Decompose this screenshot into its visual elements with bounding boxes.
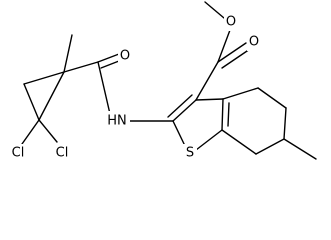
bond-c7a-c3a: [221, 98, 224, 131]
bond-c4-c5: [257, 87, 287, 109]
bond-cyclopropane-c-ccl2: [38, 71, 65, 121]
bond-c6-methyl: [283, 138, 317, 160]
bond-cyclopropane-methyl: [63, 34, 73, 73]
chemical-structure-diagram: O O O HN S Cl Cl: [7, 1, 317, 162]
bond-ester-to-ring: [195, 61, 219, 101]
bond-ester-carbonyl-double-1: [217, 42, 247, 63]
bond-amide-to-cyclopropane: [63, 61, 99, 73]
bond-ccl2-cl2: [38, 119, 58, 143]
ether-oxygen-label: O: [226, 15, 236, 30]
bond-methyl-o: [204, 1, 225, 19]
bond-s-c7a: [195, 129, 223, 151]
amide-carbonyl-oxygen-label: O: [120, 49, 130, 64]
bond-amide-carbonyl-1: [97, 53, 120, 63]
sulfur-label: S: [186, 146, 194, 161]
bond-c3-c2-double-1: [172, 99, 197, 122]
bond-cyclopropane-ch2-ccl2: [23, 83, 40, 121]
bond-ester-carbonyl-double-2: [221, 48, 251, 69]
amide-nh-label: HN: [107, 114, 127, 129]
ester-carbonyl-oxygen-label: O: [249, 35, 259, 50]
bond-c3a-c3: [195, 98, 224, 101]
bond-cyclopropane-c-ch2: [23, 71, 65, 85]
bond-c3-c2-double-2: [167, 94, 193, 118]
bond-ccl2-cl1: [21, 119, 40, 145]
bond-c6-c7: [255, 138, 285, 155]
chlorine-label-right: Cl: [56, 146, 69, 161]
bond-c5-c6: [283, 107, 287, 140]
bond-amide-carbonyl-2: [100, 60, 120, 69]
bond-c7a-c3a-double: [227, 102, 230, 127]
bond-nh-amide-carbon: [97, 61, 111, 115]
bond-c3a-c4: [222, 87, 259, 100]
bond-c2-s: [172, 120, 187, 149]
bonds: [21, 1, 317, 160]
atom-labels: O O O HN S Cl Cl: [7, 13, 261, 162]
chlorine-label-left: Cl: [12, 146, 25, 161]
bond-c7-c7a: [221, 129, 257, 155]
